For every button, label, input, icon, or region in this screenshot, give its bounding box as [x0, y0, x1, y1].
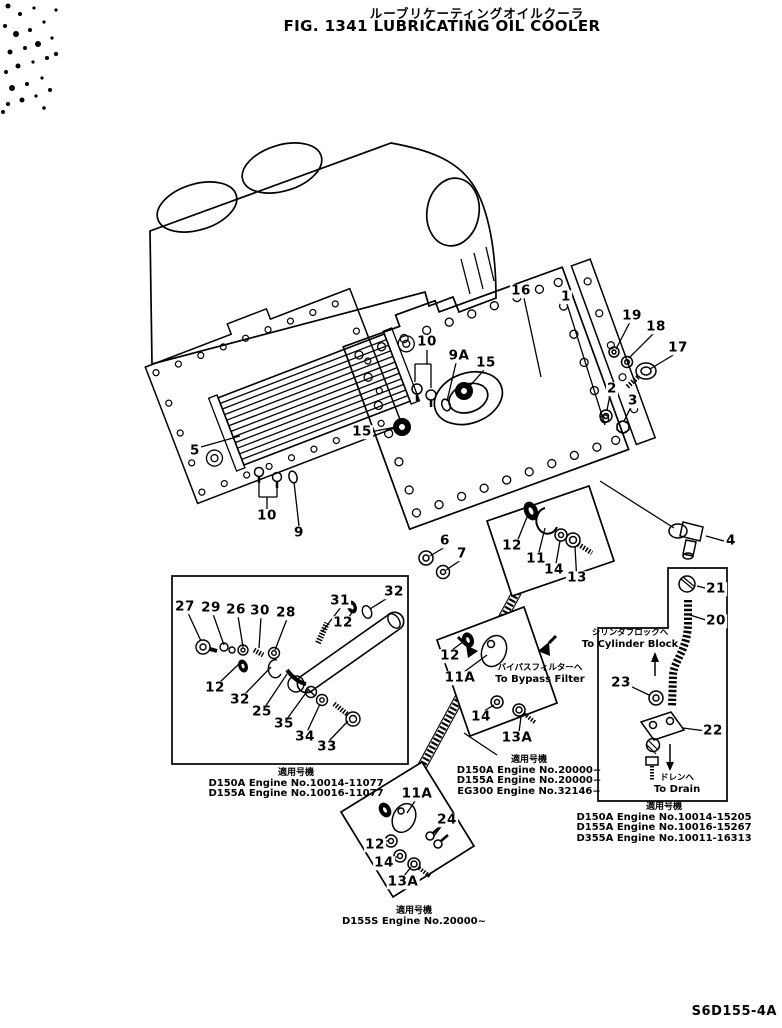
callout-label-25: 25	[251, 703, 273, 720]
detail-box-right	[597, 567, 728, 802]
callout-label-13: 13	[566, 569, 588, 586]
serial-line: D155A Engine No.20000~	[456, 775, 602, 786]
annotation-to-cylinder-block: シリンダブロックへ To Cylinder Block	[582, 628, 679, 650]
callout-label-35: 35	[273, 715, 295, 732]
callout-label-6: 6	[439, 532, 451, 549]
callout-label-12: 12	[332, 614, 354, 631]
serial-block-bottom: 適用号機 D155S Engine No.20000~	[342, 906, 486, 927]
callout-label-10: 10	[256, 507, 278, 524]
callout-label-9A: 9A	[447, 347, 471, 364]
detail-box-mid-lower	[435, 605, 559, 738]
callout-label-32: 32	[383, 583, 405, 600]
callout-label-12: 12	[204, 679, 226, 696]
annotation-en: To Drain	[653, 784, 701, 795]
callout-label-12: 12	[439, 647, 461, 664]
serial-line: D155S Engine No.20000~	[342, 915, 486, 927]
annotation-jp: バイパスフィルターへ	[497, 663, 583, 673]
callout-label-29: 29	[200, 599, 222, 616]
annotation-to-bypass-filter: バイパスフィルターへ To Bypass Filter	[495, 663, 584, 685]
serial-heading: 適用号機	[645, 802, 682, 812]
callout-label-12: 12	[501, 537, 523, 554]
serial-line: EG300 Engine No.32146~	[457, 785, 601, 797]
callout-label-14: 14	[470, 708, 492, 725]
serial-block-middle: 適用号機 D150A Engine No.20000~ D155A Engine…	[457, 755, 602, 797]
callout-label-17: 17	[667, 339, 689, 356]
callout-label-22: 22	[702, 722, 724, 739]
serial-heading: 適用号機	[395, 906, 433, 916]
callout-label-32: 32	[229, 691, 251, 708]
callout-label-21: 21	[705, 580, 727, 597]
serial-line: D150A Engine No.10014-15205	[576, 811, 752, 823]
serial-line: D155A Engine No.10016-11077	[208, 788, 384, 799]
callout-label-23: 23	[610, 674, 632, 691]
serial-heading: 適用号機	[510, 755, 547, 765]
serial-line: D155A Engine No.10016-15267	[576, 822, 752, 833]
cooler-gasket	[144, 287, 404, 505]
callout-label-9: 9	[293, 524, 305, 541]
callout-label-11: 11	[525, 550, 547, 567]
callout-label-16: 16	[510, 282, 532, 299]
annotation-jp: シリンダブロックへ	[591, 628, 669, 638]
callout-label-18: 18	[645, 318, 667, 335]
callout-label-1: 1	[560, 288, 572, 305]
callout-label-20: 20	[705, 612, 727, 629]
serial-line: D150A Engine No.20000~	[456, 764, 602, 776]
upper-hardware	[253, 346, 704, 580]
serial-block-right: 適用号機 D150A Engine No.10014-15205 D155A E…	[576, 802, 751, 844]
callout-label-14: 14	[543, 561, 565, 578]
callout-label-11A: 11A	[400, 785, 434, 802]
callout-label-12: 12	[364, 836, 386, 853]
callout-label-27: 27	[174, 598, 196, 615]
callout-label-30: 30	[249, 602, 271, 619]
callout-label-13A: 13A	[500, 729, 534, 746]
serial-block-left: 適用号機 D150A Engine No.10014-11077 D155A E…	[208, 768, 383, 800]
figure-title-en: FIG. 1341 LUBRICATING OIL COOLER	[283, 17, 601, 35]
callout-label-10: 10	[416, 333, 438, 350]
callout-label-7: 7	[456, 545, 468, 562]
callout-label-31: 31	[329, 592, 351, 609]
annotation-jp: ドレンへ	[659, 773, 694, 783]
callout-label-14: 14	[373, 854, 395, 871]
callout-label-19: 19	[621, 307, 643, 324]
engine-block	[149, 142, 497, 366]
callout-label-34: 34	[294, 728, 316, 745]
annotation-to-drain: ドレンへ To Drain	[654, 773, 700, 795]
serial-line: D355A Engine No.10011-16313	[576, 832, 752, 844]
callout-label-3: 3	[627, 392, 639, 409]
figure-title-jp: ルーブリケーティングオイルクーラ	[369, 6, 585, 21]
serial-line: D150A Engine No.10014-11077	[208, 777, 384, 789]
callout-label-15: 15	[351, 423, 373, 440]
callout-label-15: 15	[475, 354, 497, 371]
scan-speckles	[1, 3, 59, 114]
sheet-code: S6D155-4A	[691, 1004, 777, 1019]
callout-label-26: 26	[225, 601, 247, 618]
callout-label-11A: 11A	[443, 669, 477, 686]
callout-label-24: 24	[436, 811, 458, 828]
serial-heading: 適用号機	[277, 768, 314, 778]
annotation-en: To Cylinder Block	[581, 639, 679, 650]
callout-label-33: 33	[316, 738, 338, 755]
callout-brackets	[258, 350, 432, 509]
oil-cooler-core	[205, 327, 421, 472]
callout-label-2: 2	[606, 380, 618, 397]
callout-label-4: 4	[725, 532, 737, 549]
detail-box-mid-upper	[485, 484, 616, 598]
callout-label-5: 5	[189, 442, 201, 459]
callout-label-13A: 13A	[386, 873, 420, 890]
callout-label-28: 28	[275, 604, 297, 621]
annotation-en: To Bypass Filter	[495, 674, 585, 685]
